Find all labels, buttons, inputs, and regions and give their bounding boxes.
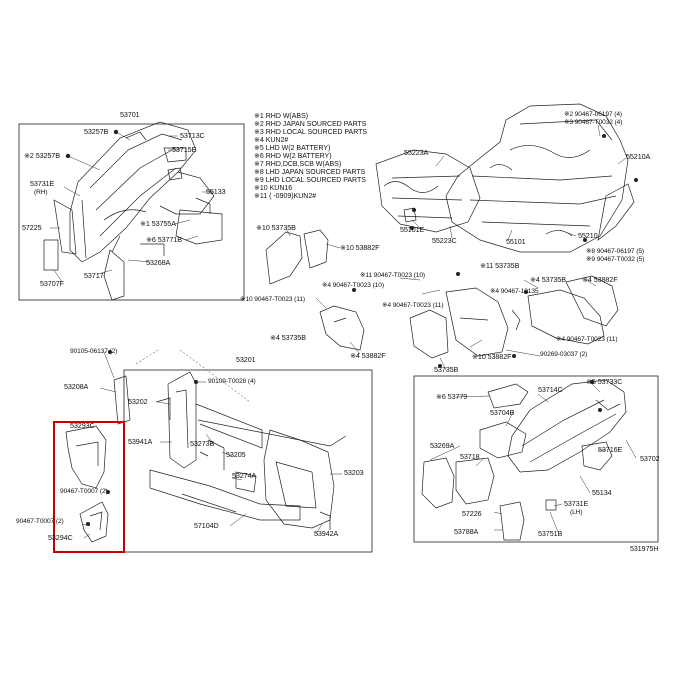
part-label: 53269A [430,441,455,450]
part-label: 90269-03037 (2) [540,351,588,358]
part-label: ※4 90467-T0023 (11) [382,302,444,309]
part-label: 55210A [626,152,651,161]
part-label: 90109-T0028 (4) [208,378,256,385]
part-label: ※11 90467-T0023 (10) [360,272,425,279]
part-label: ※2 90467-06197 (4) [564,111,622,118]
part-label: 53713C [180,131,205,140]
apron-rh-drawing [43,121,223,301]
part-label: 53274A [232,471,257,480]
frame-center [123,369,373,553]
note-2: ※2 RHD JAPAN SOURCED PARTS [254,121,367,128]
part-label: ※2 53257B [24,151,60,160]
part-label: ※4 53735B [270,333,306,342]
part-label: 53707F [40,279,64,288]
part-label: ※4 53882F [582,275,618,284]
part-label: 55101E [400,225,425,234]
group-title-53702: 53702 [640,454,660,463]
part-label: ※8 90467-06197 (5) [586,248,644,255]
part-label: 53704B [490,408,515,417]
note-7: ※7 RHD,DCB,SCB W(ABS) [254,161,342,168]
frame-bottom-right [413,375,659,543]
part-label: 55210 [578,231,598,240]
part-label: 53273B [190,439,215,448]
fender-seal-drawing [265,229,619,359]
part-label: 53202 [128,397,148,406]
note-11: ※11 ( -0909)KUN2# [254,193,317,200]
part-label: 53715E [172,145,197,154]
part-label: 53257B [84,127,109,136]
part-label: 55134 [592,488,612,497]
group-title-53201: 53201 [236,355,256,364]
part-label: 53941A [128,437,153,446]
part-label: ※10 53882F [340,243,380,252]
part-label: (LH) [570,509,583,516]
highlight-box [53,421,125,553]
part-label: 53293C [70,421,95,430]
part-label: (RH) [34,189,48,196]
part-label: 53268A [146,258,171,267]
note-5: ※5 LHD W(2 BATTERY) [254,145,331,152]
part-label: ※10 90467-T0023 (11) [240,296,305,303]
part-label: 53942A [314,529,339,538]
part-label: ※3 90467-T0032 (4) [564,119,623,126]
part-label: ※10 53735B [256,223,296,232]
part-label: 53735B [434,365,459,374]
part-label: 57226 [462,509,482,518]
part-label: ※9 90467-T0032 (5) [586,256,645,263]
part-label: ※6 53771B [146,235,182,244]
part-label: ※10 53882F [472,352,512,361]
part-label: 53731E [564,499,589,508]
part-label: ※5 53733C [586,377,623,386]
apron-lh-drawing [421,379,627,541]
note-4: ※4 KUN2# [254,137,289,144]
note-6: ※6 RHD W(2 BATTERY) [254,153,332,160]
part-label: 53714C [538,385,563,394]
part-label: 57225 [22,223,42,232]
note-3: ※3 RHD LOCAL SOURCED PARTS [254,129,368,136]
part-label: 53208A [64,382,89,391]
part-label: ※1 53755A [140,219,176,228]
part-label: 53716E [598,445,623,454]
diagram-code: 531975H [630,546,659,553]
note-8: ※8 LHD JAPAN SOURCED PARTS [254,169,366,176]
part-label: 53751B [538,529,563,538]
part-label: 57104D [194,521,219,530]
note-9: ※9 LHD LOCAL SOURCED PARTS [254,177,366,184]
part-label: 90105-06137 (2) [70,348,118,355]
part-label: ※4 53882F [350,351,386,360]
part-label: 53294C [48,533,73,542]
dash-panel-drawing [375,103,635,253]
part-label: ※6 53779 [436,392,468,401]
highlighted-bracket-drawing [65,425,109,543]
part-label: 55223A [404,148,429,157]
part-label: ※4 53735B [530,275,566,284]
part-label: 53718 [460,452,480,461]
part-label: ※4 90467-T0023 (10) [322,282,384,289]
part-label: 55133 [206,187,226,196]
part-label: 55101 [506,237,526,246]
frame-top-left [18,123,245,301]
part-label: 53203 [344,468,364,477]
note-10: ※10 KUN16 [254,185,293,192]
part-label: 53788A [454,527,479,536]
part-label: 53205 [226,450,246,459]
part-label: 90467-T0007 (2) [60,488,108,495]
group-title-53701: 53701 [120,110,140,119]
part-label: 55223C [432,236,457,245]
part-label: 90467-T0007 (2) [16,518,64,525]
radiator-support-drawing [113,371,347,530]
part-label: ※4 90467-10135 [490,288,539,295]
note-1: ※1 RHD W(ABS) [254,113,309,120]
part-label: 53717 [84,271,104,280]
part-label: ※11 53735B [480,261,520,270]
part-label: ※4 90467-T0023 (11) [556,336,618,343]
part-label: 53731E [30,179,55,188]
